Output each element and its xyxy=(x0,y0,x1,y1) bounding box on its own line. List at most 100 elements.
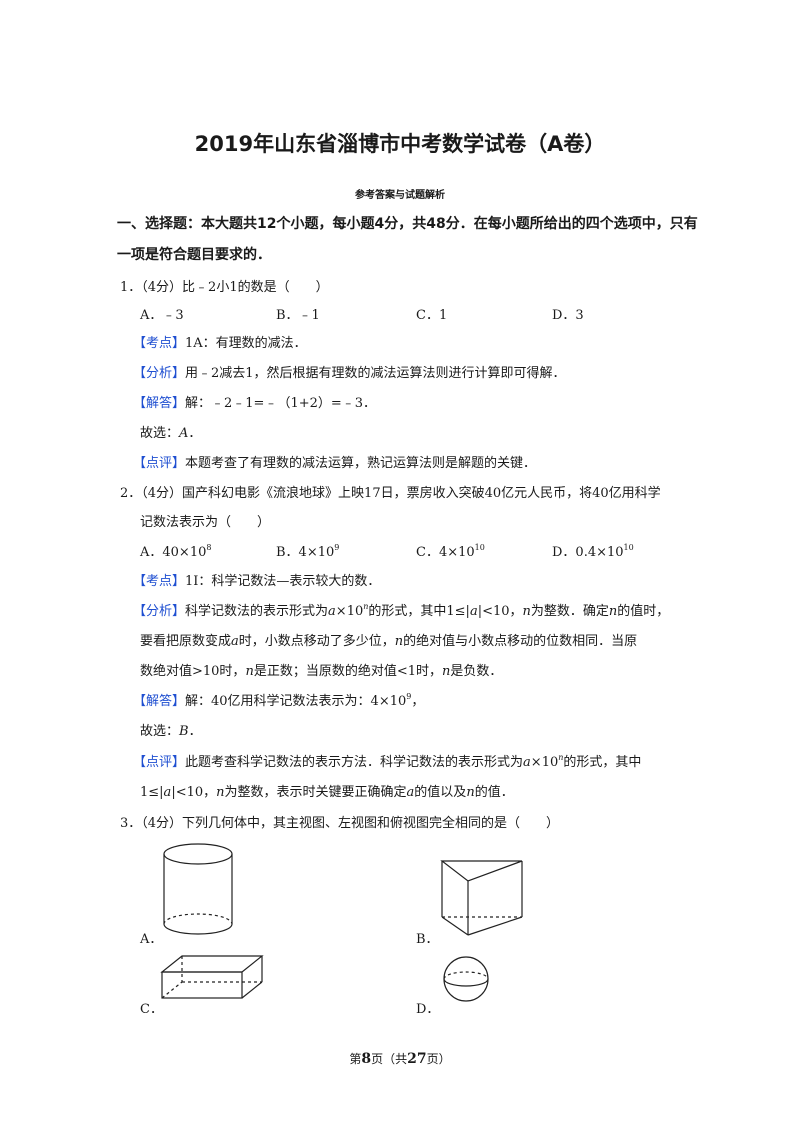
page-total: 27 xyxy=(407,1051,427,1067)
q2-fenxi-n: n xyxy=(363,602,369,611)
q3-label-d: D． xyxy=(416,1002,440,1017)
q2-answer-letter: B xyxy=(179,724,189,739)
q2-answer: 故选：B． xyxy=(140,720,202,739)
section-heading-line2: 一项是符合题目要求的． xyxy=(117,247,271,263)
q1-option-a: A．﹣3 xyxy=(140,308,184,323)
q2-option-c-exp: 10 xyxy=(474,543,485,552)
q1-option-c: C．1 xyxy=(416,308,448,323)
q2-fenxi-l2-a: a xyxy=(231,634,239,649)
q2-jieda-tag: 【解答】 xyxy=(133,694,186,709)
q2-fenxi-l2-p2: 时，小数点移动了多少位， xyxy=(238,634,395,649)
q2-option-c: C．4×1010 xyxy=(416,541,485,561)
q2-answer-suffix: ． xyxy=(188,724,202,739)
q2-fenxi-l3-n: n xyxy=(245,664,254,679)
q1-kaodian-text: 1A：有理数的减法． xyxy=(185,336,307,351)
q2-stem2: 记数法表示为（ ） xyxy=(140,515,271,530)
q2-jieda-end: ， xyxy=(411,694,425,709)
q3-label-b: B． xyxy=(416,932,439,947)
sphere-figure xyxy=(443,956,489,1002)
q1-kaodian: 【考点】1A：有理数的减法． xyxy=(133,332,307,351)
q2-dianping-times10: ×10 xyxy=(530,755,559,770)
q2-fenxi-l3-n2: n xyxy=(441,664,451,679)
q2-fenxi-l3-p1: 数绝对值>10时， xyxy=(140,664,246,679)
page-number: 8 xyxy=(361,1051,372,1067)
q2-fenxi-p4: 为整数．确定 xyxy=(530,604,609,619)
q2-option-b: B．4×109 xyxy=(276,541,340,561)
q2-dianping-l2-a2: a xyxy=(406,785,415,800)
q1-dianping-text: 本题考查了有理数的减法运算，熟记运算法则是解题的关键． xyxy=(185,456,537,471)
q2-fenxi-l3-p3: 是负数． xyxy=(450,664,503,679)
q2-jieda-text: 解：40亿用科学记数法表示为：4×10 xyxy=(185,694,407,709)
q3-stem: 3．（4分）下列几何体中，其主视图、左视图和俯视图完全相同的是（ ） xyxy=(120,816,560,831)
q2-kaodian-text: 1I：科学记数法—表示较大的数． xyxy=(185,574,381,589)
q1-kaodian-tag: 【考点】 xyxy=(133,336,186,351)
q1-fenxi-text: 用﹣2减去1，然后根据有理数的减法运算法则进行计算即可得解． xyxy=(185,366,566,381)
q2-option-b-exp: 9 xyxy=(334,543,340,552)
q1-fenxi: 【分析】用﹣2减去1，然后根据有理数的减法运算法则进行计算即可得解． xyxy=(133,362,566,381)
q2-dianping-l2-a: a xyxy=(163,785,172,800)
q2-option-c-text: C．4×10 xyxy=(416,545,475,560)
q2-option-b-text: B．4×10 xyxy=(276,545,335,560)
q1-stem: 1．（4分）比﹣2小1的数是（ ） xyxy=(120,280,329,295)
q2-option-d-text: D．0.4×10 xyxy=(552,545,624,560)
q1-answer-suffix: ． xyxy=(188,426,202,441)
q2-jieda-exp: 9 xyxy=(406,692,412,701)
q2-option-a-exp: 8 xyxy=(206,543,212,552)
q2-option-d-exp: 10 xyxy=(623,543,634,552)
q1-answer-prefix: 故选： xyxy=(140,426,180,441)
q1-fenxi-tag: 【分析】 xyxy=(133,366,186,381)
q2-dianping-l2-n2: n xyxy=(466,785,475,800)
q2-dianping-line2: 1≤|a|<10，n为整数，表示时关键要正确确定a的值以及n的值． xyxy=(140,781,514,800)
q2-dianping-l2-p2: |<10， xyxy=(171,785,217,800)
q2-dianping-l2-p1: 1≤| xyxy=(140,785,164,800)
page-footer: 第8页（共27页） xyxy=(0,1050,800,1067)
q2-fenxi-l2-p1: 要看把原数变成 xyxy=(140,634,232,649)
section-heading-line1: 一、选择题：本大题共12个小题，每小题4分，共48分．在每小题所给出的四个选项中… xyxy=(117,216,698,232)
q1-answer-letter: A xyxy=(179,426,189,441)
cylinder-figure xyxy=(163,843,233,935)
q2-fenxi-l3-p2: 是正数；当原数的绝对值<1时， xyxy=(253,664,442,679)
q1-dianping-tag: 【点评】 xyxy=(133,456,186,471)
q2-fenxi-line2: 要看把原数变成a时，小数点移动了多少位，n的绝对值与小数点移动的位数相同．当原 xyxy=(140,630,637,649)
q2-fenxi-p2: 的形式，其中1≤| xyxy=(368,604,470,619)
q1-answer: 故选：A． xyxy=(140,422,201,441)
q2-fenxi-p1: 科学记数法的表示形式为 xyxy=(185,604,329,619)
page-title: 2019年山东省淄博市中考数学试卷（A卷） xyxy=(194,132,606,156)
q2-dianping-l2-p3: 为整数，表示时关键要正确确定 xyxy=(224,785,407,800)
q2-dianping-l2-n: n xyxy=(216,785,225,800)
q2-dianping-l2-p4: 的值以及 xyxy=(414,785,467,800)
q2-dianping-p2: 的形式，其中 xyxy=(563,755,642,770)
q1-jieda-text: 解：﹣2﹣1=﹣（1+2）=﹣3． xyxy=(185,396,377,411)
footer-prefix: 第 xyxy=(349,1052,362,1066)
q2-fenxi-tag: 【分析】 xyxy=(133,604,186,619)
q3-label-a: A． xyxy=(140,932,163,947)
q2-dianping-n: n xyxy=(558,753,564,762)
q2-fenxi-n3: n xyxy=(608,604,618,619)
q2-fenxi-times10: ×10 xyxy=(335,604,364,619)
q2-fenxi-p5: 的值时， xyxy=(617,604,670,619)
q1-jieda: 【解答】解：﹣2﹣1=﹣（1+2）=﹣3． xyxy=(133,392,376,411)
q1-jieda-tag: 【解答】 xyxy=(133,396,186,411)
q2-kaodian: 【考点】1I：科学记数法—表示较大的数． xyxy=(133,570,380,589)
q2-jieda: 【解答】解：40亿用科学记数法表示为：4×109， xyxy=(133,690,425,710)
q2-option-a: A．40×108 xyxy=(140,541,212,561)
q2-kaodian-tag: 【考点】 xyxy=(133,574,186,589)
q2-fenxi-n2: n xyxy=(522,604,531,619)
q2-fenxi-a: a xyxy=(328,604,336,619)
q1-option-d: D．3 xyxy=(552,308,584,323)
page-subtitle: 参考答案与试题解析 xyxy=(355,190,445,201)
q2-dianping-p1: 此题考查科学记数法的表示方法．科学记数法的表示形式为 xyxy=(185,755,524,770)
q2-fenxi-l2-n: n xyxy=(394,634,404,649)
triangular-prism-figure xyxy=(440,860,523,936)
q2-option-d: D．0.4×1010 xyxy=(552,541,634,561)
q2-fenxi-line1: 【分析】科学记数法的表示形式为a×10n的形式，其中1≤|a|<10，n为整数．… xyxy=(133,600,670,620)
q2-fenxi-l2-p3: 的绝对值与小数点移动的位数相同．当原 xyxy=(403,634,638,649)
q2-dianping-a: a xyxy=(523,755,531,770)
q1-option-b: B．﹣1 xyxy=(276,308,320,323)
q3-label-c: C． xyxy=(140,1002,163,1017)
footer-middle: 页（共 xyxy=(371,1052,408,1066)
footer-suffix: 页） xyxy=(426,1052,451,1066)
q2-dianping-tag: 【点评】 xyxy=(133,755,186,770)
q2-answer-prefix: 故选： xyxy=(140,724,180,739)
q2-dianping-line1: 【点评】此题考查科学记数法的表示方法．科学记数法的表示形式为a×10n的形式，其… xyxy=(133,751,642,771)
